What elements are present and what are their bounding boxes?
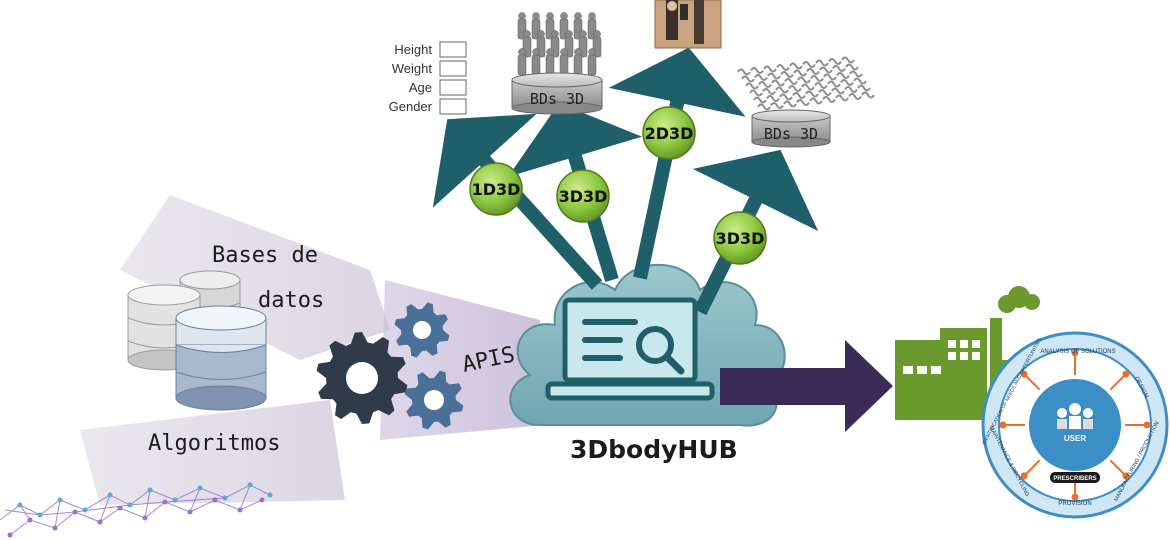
hub-title: 3DbodyHUB: [570, 435, 738, 464]
bds-label-right: BDs 3D: [764, 125, 818, 143]
form-field-age: Age: [409, 80, 432, 95]
industry-arrow: [720, 340, 893, 432]
badge-2d3d: 2D3D: [642, 106, 696, 160]
form-input-age: [439, 79, 467, 96]
users-icon: [1057, 403, 1093, 429]
gear-icon: [316, 302, 464, 430]
form-field-height: Height: [394, 42, 432, 57]
arrow-2d3d: [608, 47, 746, 280]
badge-1d3d-label: 1D3D: [472, 180, 521, 199]
badge-3d3d-right: 3D3D: [713, 211, 767, 265]
lifecycle-prescribers: PRESCRIBERS: [1053, 476, 1096, 482]
bds-scan: BDs 3D: [737, 56, 875, 148]
photo-icon: [654, 0, 722, 49]
databases-label-line2: datos: [258, 288, 324, 313]
network-graph-icon: [0, 482, 273, 538]
mannequin-crowd-icon: [517, 12, 602, 76]
form-input-gender: [439, 98, 467, 115]
badge-3d3d-left-label: 3D3D: [559, 187, 608, 206]
badge-3d3d-right-label: 3D3D: [716, 229, 765, 248]
lifecycle-segment-analysis: ANALYSIS OF SOLUTIONS: [1040, 349, 1115, 355]
measurement-form: Height Weight Age Gender: [389, 41, 467, 115]
algorithms-label: Algoritmos: [148, 431, 280, 456]
lifecycle-center: USER: [1064, 434, 1086, 443]
form-field-weight: Weight: [392, 61, 433, 76]
form-field-gender: Gender: [389, 99, 433, 114]
form-input-weight: [439, 60, 467, 77]
bds-label-left: BDs 3D: [530, 90, 584, 108]
databases-beam: [120, 195, 390, 360]
badge-1d3d: 1D3D: [469, 162, 523, 216]
database-icon: [127, 270, 267, 411]
algorithms-beam: [80, 400, 345, 505]
databases-label-line1: Bases de: [212, 243, 318, 268]
badge-3d3d-left: 3D3D: [556, 169, 610, 223]
form-input-height: [439, 41, 467, 58]
badge-2d3d-label: 2D3D: [645, 124, 694, 143]
scan-grid-icon: [737, 56, 875, 111]
lifecycle-segment-provision: PROVISION: [1058, 501, 1091, 507]
bds-crowd: BDs 3D: [511, 12, 603, 115]
laptop-search-icon: [545, 297, 715, 401]
lifecycle-wheel-icon: USER PRESCRIBERS ANALYSIS OF SOLUTIONS D…: [981, 331, 1169, 519]
